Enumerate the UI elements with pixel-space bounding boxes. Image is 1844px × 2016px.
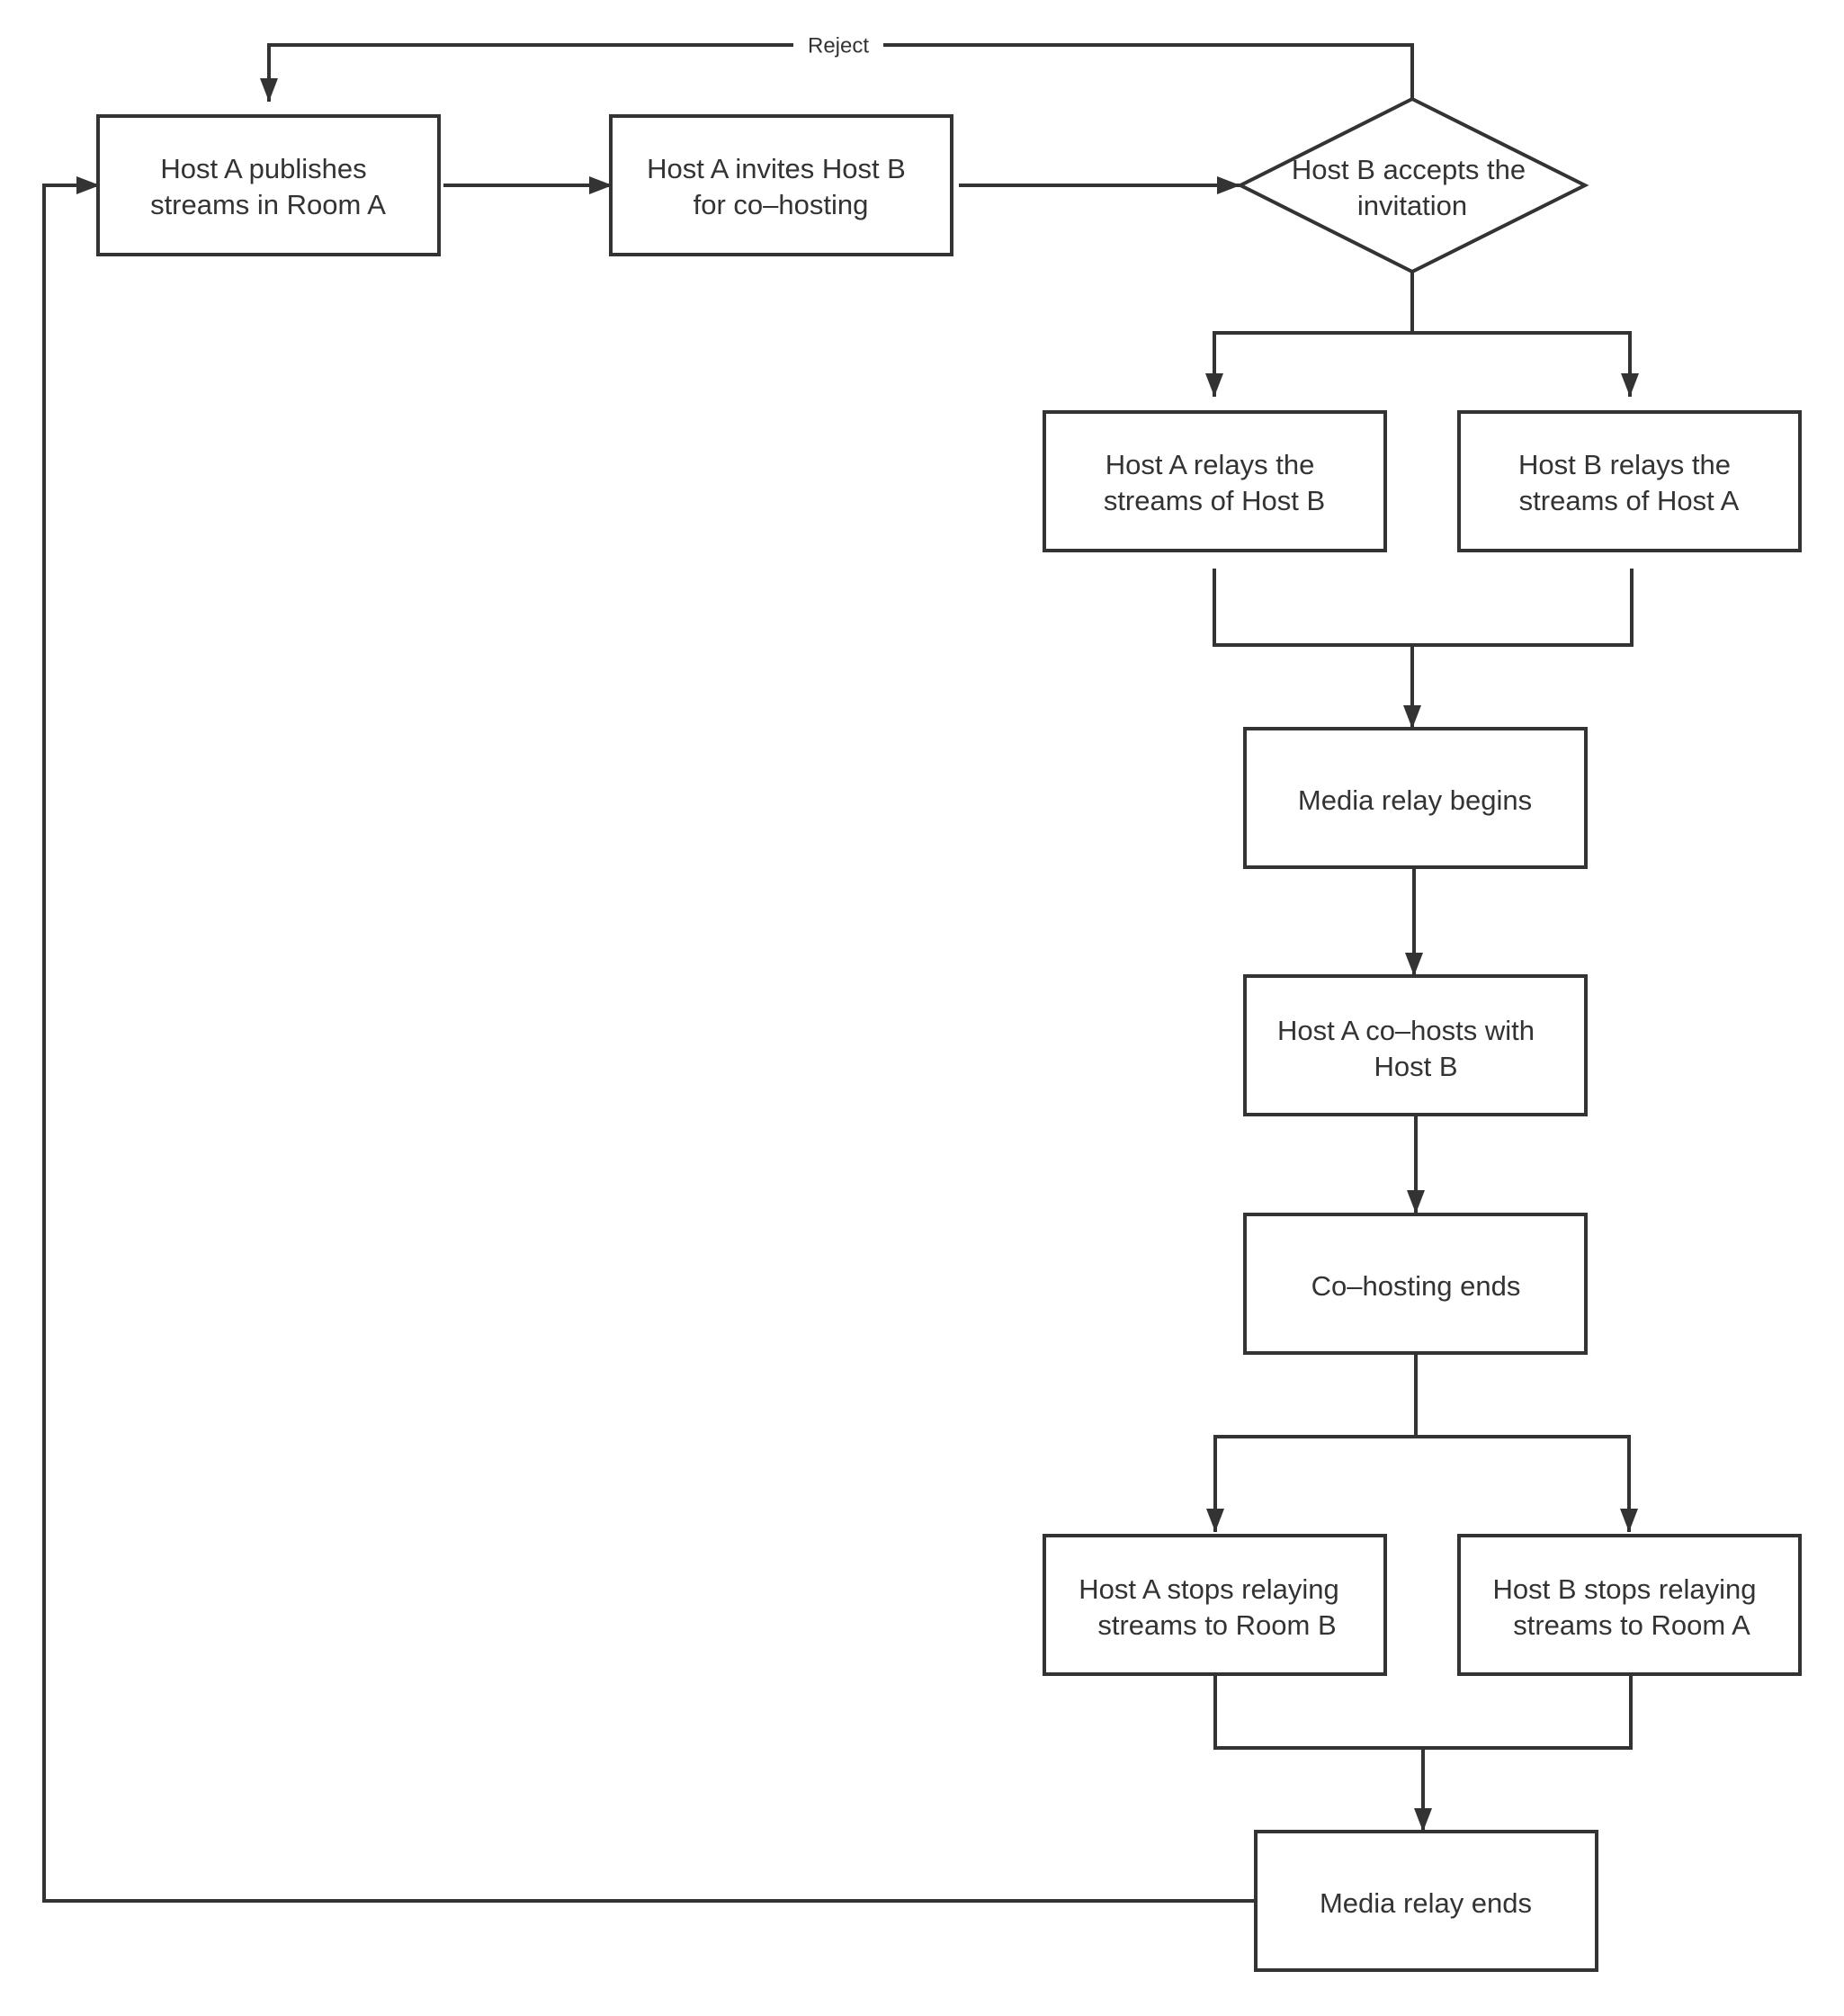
node-stop-a: Host A stops relaying streams to Room B xyxy=(1043,1534,1387,1676)
node-publish-line-1: Host A publishes xyxy=(160,153,366,184)
node-accept-decision: Host B accepts the invitation xyxy=(1236,96,1589,274)
node-relay-ends-line-1: Media relay ends xyxy=(1320,1887,1532,1919)
node-stop-a-line-1: Host A stops relaying xyxy=(1079,1573,1339,1605)
node-stop-a-line-2: streams to Room B xyxy=(1097,1609,1336,1641)
edges xyxy=(42,43,1639,1903)
node-cohosts-line-1: Host A co–hosts with xyxy=(1277,1015,1535,1046)
node-invite: Host A invites Host B for co–hosting xyxy=(609,114,953,256)
node-publish-line-2: streams in Room A xyxy=(150,189,386,220)
edge-label-reject-text: Reject xyxy=(808,33,869,58)
node-accept-line-1: Host B accepts the xyxy=(1292,154,1526,185)
node-relay-begins-line-1: Media relay begins xyxy=(1298,784,1532,816)
node-stop-b-line-1: Host B stops relaying xyxy=(1493,1573,1757,1605)
node-publish: Host A publishes streams in Room A xyxy=(96,114,441,256)
edge-loop-back xyxy=(42,176,1256,1903)
edge-relays-join xyxy=(1213,569,1634,647)
edge-label-reject: Reject xyxy=(793,29,883,61)
node-relay-b-line-1: Host B relays the xyxy=(1518,449,1731,480)
node-relay-a-line-1: Host A relays the xyxy=(1106,449,1315,480)
edge-stops-join xyxy=(1213,1674,1633,1750)
node-cohosts: Host A co–hosts with Host B xyxy=(1243,974,1588,1116)
node-stop-b-line-2: streams to Room A xyxy=(1513,1609,1750,1641)
node-cohost-ends: Co–hosting ends xyxy=(1243,1213,1588,1355)
node-stop-b: Host B stops relaying streams to Room A xyxy=(1457,1534,1802,1676)
node-relay-b-line-2: streams of Host A xyxy=(1519,485,1740,516)
node-relay-a: Host A relays the streams of Host B xyxy=(1043,410,1387,552)
node-invite-line-1: Host A invites Host B xyxy=(647,153,906,184)
node-cohosts-line-2: Host B xyxy=(1374,1051,1457,1082)
node-relay-b: Host B relays the streams of Host A xyxy=(1457,410,1802,552)
node-relay-a-line-2: streams of Host B xyxy=(1104,485,1325,516)
node-relay-ends: Media relay ends xyxy=(1254,1830,1598,1972)
node-relay-begins: Media relay begins xyxy=(1243,727,1588,869)
node-cohost-ends-line-1: Co–hosting ends xyxy=(1311,1270,1521,1302)
node-accept-line-2: invitation xyxy=(1357,190,1467,221)
node-invite-line-2: for co–hosting xyxy=(694,189,869,220)
